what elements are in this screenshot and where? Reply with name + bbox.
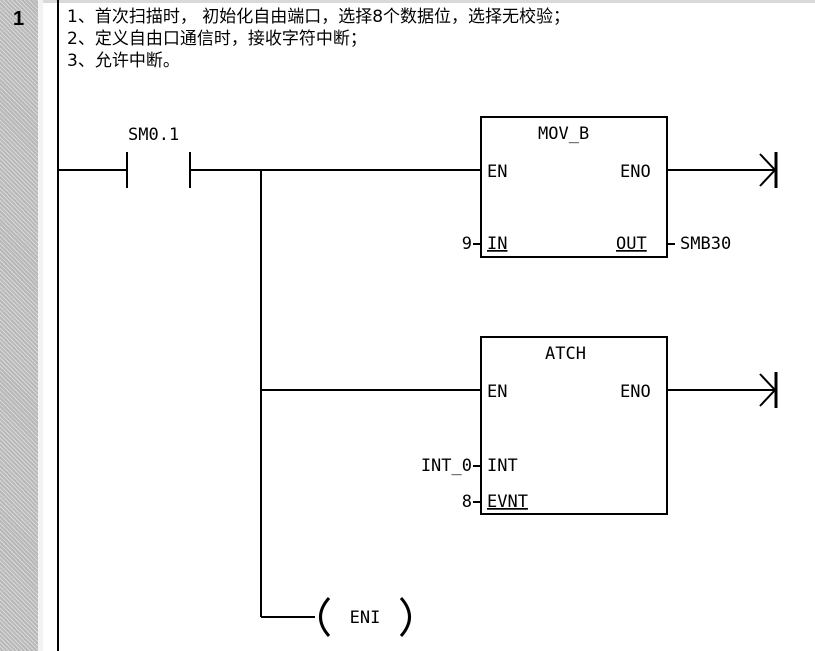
rung-gutter[interactable] — [0, 0, 38, 651]
mov-b-eno-arrow-icon — [759, 152, 778, 188]
atch-evnt-pin: EVNT — [487, 492, 528, 512]
eni-coil-label: ENI — [350, 608, 381, 628]
atch-box[interactable]: ATCH EN ENO INT EVNT — [480, 336, 668, 515]
mov-b-out-pin: OUT — [616, 234, 647, 254]
gutter-divider — [38, 0, 43, 651]
contact-no-sm0-1[interactable] — [126, 152, 191, 188]
atch-int-pin: INT — [487, 456, 518, 476]
contact-address: SM0.1 — [128, 125, 179, 145]
comment-line-2: 2、定义自由口通信时，接收字符中断； — [67, 29, 367, 49]
mov-b-in-pin: IN — [487, 234, 507, 254]
atch-eno: ENO — [620, 382, 651, 402]
editor-top-border — [0, 0, 815, 3]
atch-en: EN — [487, 382, 507, 402]
rung-number[interactable]: 1 — [13, 8, 25, 30]
atch-evnt-value[interactable]: 8 — [462, 492, 472, 512]
comment-line-1: 1、首次扫描时， 初始化自由端口，选择8个数据位，选择无校验； — [67, 7, 571, 27]
mov-b-box[interactable]: MOV_B EN ENO IN OUT — [480, 116, 668, 258]
atch-eno-arrow-icon — [759, 372, 778, 408]
eni-coil[interactable]: ENI — [319, 597, 411, 637]
atch-int-value[interactable]: INT_0 — [421, 456, 472, 476]
mov-b-en: EN — [487, 162, 507, 182]
rung-comment[interactable]: 1、首次扫描时， 初始化自由端口，选择8个数据位，选择无校验； 2、定义自由口通… — [67, 6, 570, 72]
mov-b-in-value[interactable]: 9 — [462, 234, 472, 254]
comment-line-3: 3、允许中断。 — [67, 51, 180, 71]
mov-b-out-value[interactable]: SMB30 — [680, 234, 731, 254]
atch-title: ATCH — [545, 344, 586, 364]
mov-b-title: MOV_B — [538, 124, 589, 144]
mov-b-eno: ENO — [620, 162, 651, 182]
